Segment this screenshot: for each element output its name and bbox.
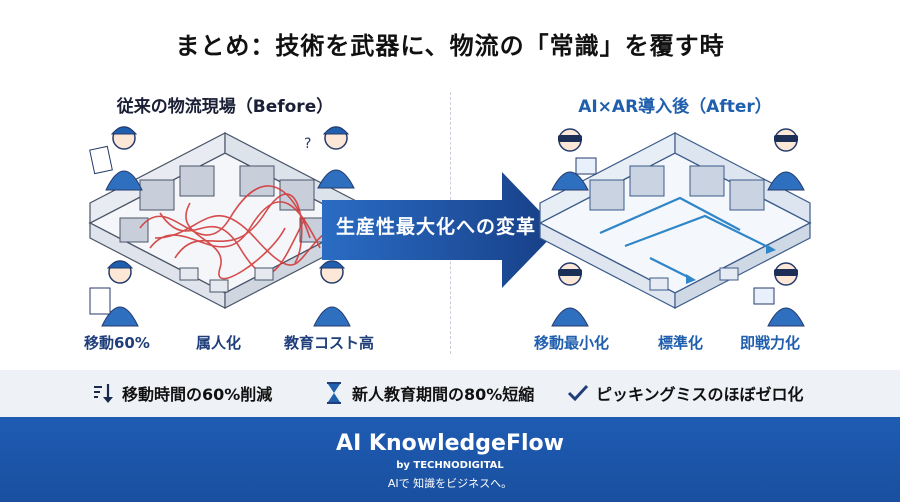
sort-down-icon (94, 384, 113, 403)
after-warehouse-illustration (538, 132, 812, 309)
stat-picking-errors: ピッキングミスのほぼゼロ化 (566, 381, 804, 405)
stat-training-period: 新人教育期間の80%短縮 (322, 381, 534, 405)
brand-tagline: AIで 知識をビジネスへ。 (387, 477, 513, 490)
before-label-dependency: 属人化 (196, 334, 242, 352)
worker-with-checklist-icon (89, 126, 143, 191)
before-heading: 従来の物流現場（Before） (116, 97, 334, 117)
stat-text: 移動時間の60%削減 (122, 385, 273, 404)
ar-worker-female-tablet-icon (753, 262, 805, 327)
brand-name: AI KnowledgeFlow (336, 431, 564, 456)
footer-banner: AI KnowledgeFlow by TECHNODIGITAL AIで 知識… (0, 417, 900, 502)
after-label-instant-ready: 即戦力化 (740, 334, 801, 352)
ar-worker-tablet-icon (551, 128, 597, 191)
brand-byline: by TECHNODIGITAL (396, 460, 504, 471)
checkmark-icon (567, 384, 589, 402)
transformation-arrow (322, 172, 558, 288)
confused-worker-icon: ? (304, 126, 355, 189)
svg-text:?: ? (304, 136, 311, 152)
stat-text: ピッキングミスのほぼゼロ化 (596, 385, 804, 404)
hourglass-icon (327, 382, 341, 404)
results-strip (0, 370, 900, 417)
ar-worker-scanner-icon (551, 262, 589, 327)
before-label-training-cost: 教育コスト高 (284, 334, 375, 352)
ar-worker-glasses-icon (767, 128, 805, 191)
before-label-movement: 移動60% (84, 334, 150, 352)
stat-text: 新人教育期間の80%短縮 (352, 385, 535, 404)
tired-worker-icon (313, 260, 351, 327)
page-title: まとめ：技術を武器に、物流の「常識」を覆す時 (175, 32, 725, 60)
stat-movement-time: 移動時間の60%削減 (92, 381, 272, 405)
arrow-label: 生産性最大化への変革 (336, 216, 537, 238)
after-heading: AI×AR導入後（After） (578, 97, 772, 117)
after-label-standardized: 標準化 (658, 334, 704, 352)
worker-reading-manual-icon (89, 260, 139, 327)
after-label-min-movement: 移動最小化 (534, 334, 610, 352)
